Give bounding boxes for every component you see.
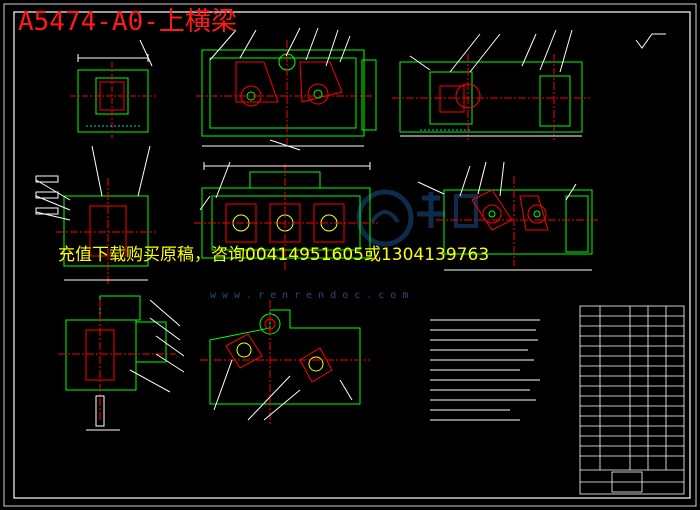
view-bottom-left	[58, 295, 185, 431]
watermark-url: www.renrendoc.com	[210, 290, 415, 301]
view-top-right	[392, 29, 590, 140]
promo-contact-line: 充值下载购买原稿，咨询00414951605或1304139763	[58, 245, 490, 265]
parts-list-table	[579, 305, 685, 495]
view-bottom-center	[200, 300, 370, 424]
view-right-middle	[417, 161, 600, 271]
view-top-left-block	[70, 39, 156, 138]
technical-notes	[430, 319, 540, 421]
view-center-plan	[194, 161, 378, 270]
view-top-center	[196, 27, 377, 151]
drawing-title: A5474-A0-上横梁	[18, 7, 237, 37]
view-left-middle	[35, 145, 156, 284]
roughness-symbol	[635, 33, 666, 49]
watermark-logo	[356, 189, 478, 247]
outer-frame	[3, 3, 697, 507]
inner-frame	[13, 11, 691, 499]
